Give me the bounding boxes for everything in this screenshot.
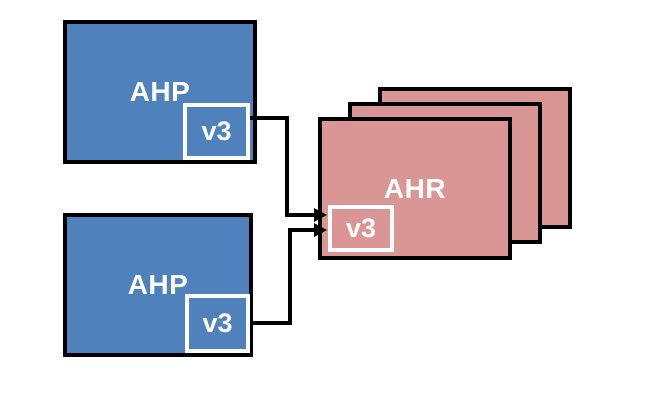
node-ahp-top: AHP v3 <box>63 20 257 164</box>
connector-ahp-bottom-to-ahr <box>250 228 318 325</box>
ahp-bottom-v3-badge-label: v3 <box>202 308 233 338</box>
node-ahp-top-label: AHP <box>129 76 191 107</box>
ahr-v3-badge-label: v3 <box>345 213 377 243</box>
ahp-top-v3-badge: v3 <box>183 103 250 160</box>
node-ahp-bottom-label: AHP <box>127 269 189 300</box>
connector-ahp-top-to-ahr <box>250 116 318 217</box>
node-ahp-bottom: AHP v3 <box>63 213 253 357</box>
node-ahr-label: AHR <box>383 172 447 204</box>
ahr-v3-badge: v3 <box>328 205 394 252</box>
ahp-top-v3-badge-label: v3 <box>201 116 232 146</box>
ahp-bottom-v3-badge: v3 <box>185 294 250 353</box>
node-ahr: AHR v3 <box>318 117 512 260</box>
